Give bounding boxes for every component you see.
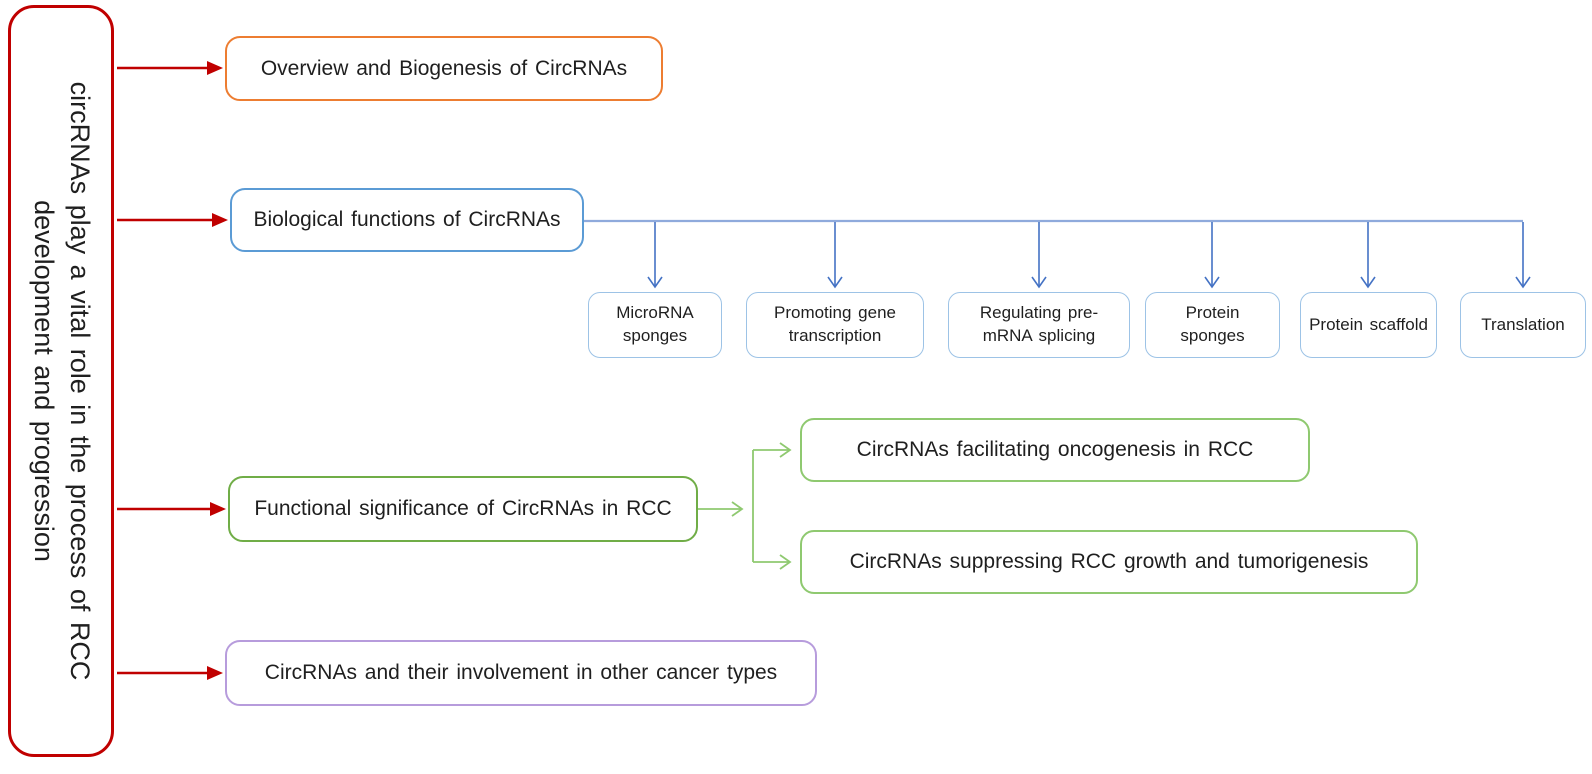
function-label: Protein sponges [1180, 303, 1245, 345]
function-box-protein-scaffold: Protein scaffold [1300, 292, 1437, 358]
section-functional-significance: Functional significance of CircRNAs in R… [228, 476, 698, 542]
section-overview-biogenesis: Overview and Biogenesis of CircRNAs [225, 36, 663, 101]
branch-label: CircRNAs facilitating oncogenesis in RCC [856, 438, 1254, 462]
section-significance-label: Functional significance of CircRNAs in R… [254, 497, 672, 521]
function-label: Protein scaffold [1309, 314, 1428, 334]
function-box-promoting-gene-transcription: Promoting gene transcription [746, 292, 924, 358]
section-overview-label: Overview and Biogenesis of CircRNAs [260, 56, 628, 80]
function-label: Translation [1481, 314, 1565, 334]
branch-box-facilitating-oncogenesis: CircRNAs facilitating oncogenesis in RCC [800, 418, 1310, 482]
function-label: MicroRNA sponges [616, 303, 694, 345]
function-box-microrna-sponges: MicroRNA sponges [588, 292, 722, 358]
section-other-cancers-label: CircRNAs and their involvement in other … [264, 661, 778, 685]
section-other-cancer-types: CircRNAs and their involvement in other … [225, 640, 817, 706]
function-box-translation: Translation [1460, 292, 1586, 358]
branch-box-suppressing-growth: CircRNAs suppressing RCC growth and tumo… [800, 530, 1418, 594]
root-thesis-line1: circRNAs play a vital role in the proces… [64, 81, 95, 681]
root-thesis-box: circRNAs play a vital role in the proces… [8, 5, 114, 757]
function-label: Promoting gene transcription [773, 303, 897, 345]
section-functions-label: Biological functions of CircRNAs [253, 208, 561, 232]
root-thesis-text: circRNAs play a vital role in the proces… [11, 11, 111, 751]
branch-label: CircRNAs suppressing RCC growth and tumo… [849, 550, 1369, 574]
function-label: Regulating pre-mRNA splicing [979, 303, 1099, 345]
section-biological-functions: Biological functions of CircRNAs [230, 188, 584, 252]
function-box-regulating-premrna-splicing: Regulating pre-mRNA splicing [948, 292, 1130, 358]
function-box-protein-sponges: Protein sponges [1145, 292, 1280, 358]
root-thesis-line2: development and progression [29, 200, 59, 562]
